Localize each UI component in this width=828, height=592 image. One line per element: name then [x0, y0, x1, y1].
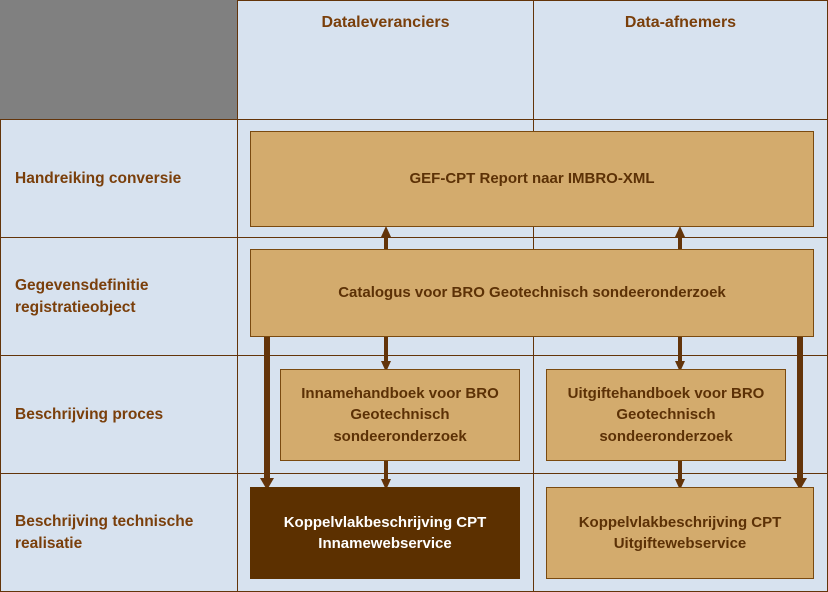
node-gef-cpt-report[interactable]: GEF-CPT Report naar IMBRO-XML: [250, 131, 814, 227]
connector-catalogus-to-koppelvlak-inname-bypass: [260, 336, 274, 490]
connector-catalogus-to-gef-right: [675, 226, 685, 258]
node-label: Uitgiftehandboek voor BRO Geotechnisch s…: [567, 385, 765, 445]
row-label-text: Gegevensdefinitie registratieobject: [15, 277, 149, 316]
node-label: Catalogus voor BRO Geotechnisch sondeero…: [338, 284, 726, 302]
column-header-data-afnemers: Data-afnemers: [533, 0, 828, 120]
row-label-text: Beschrijving proces: [15, 405, 164, 423]
grid-corner-cell: [0, 0, 238, 120]
column-header-dataleveranciers: Dataleveranciers: [237, 0, 534, 120]
node-label: GEF-CPT Report naar IMBRO-XML: [409, 170, 655, 188]
row-label-beschrijving-technische-realisatie: Beschrijving technische realisatie: [0, 473, 238, 592]
row-label-beschrijving-proces: Beschrijving proces: [0, 355, 238, 474]
connector-catalogus-to-gef-left: [381, 226, 391, 258]
node-catalogus-bro[interactable]: Catalogus voor BRO Geotechnisch sondeero…: [250, 249, 814, 337]
node-label: Innamehandboek voor BRO Geotechnisch son…: [301, 385, 499, 445]
connector-catalogus-to-innamehandboek: [381, 336, 391, 372]
node-uitgiftehandboek[interactable]: Uitgiftehandboek voor BRO Geotechnisch s…: [546, 369, 786, 461]
connector-innamehandboek-to-koppelvlak-inname: [381, 454, 391, 490]
node-koppelvlak-inname[interactable]: Koppelvlakbeschrijving CPT Innamewebserv…: [250, 487, 520, 579]
column-header-label: Data-afnemers: [624, 14, 737, 31]
connector-catalogus-to-koppelvlak-uitgifte-bypass: [793, 336, 807, 490]
row-label-text: Beschrijving technische realisatie: [15, 513, 194, 552]
column-header-label: Dataleveranciers: [321, 14, 450, 31]
connector-uitgiftehandboek-to-koppelvlak-uitgifte: [675, 454, 685, 490]
node-label: Koppelvlakbeschrijving CPT Uitgiftewebse…: [578, 513, 782, 552]
node-label: Koppelvlakbeschrijving CPT Innamewebserv…: [283, 513, 487, 552]
connector-catalogus-to-uitgiftehandboek: [675, 336, 685, 372]
row-label-handreiking-conversie: Handreiking conversie: [0, 119, 238, 238]
node-innamehandboek[interactable]: Innamehandboek voor BRO Geotechnisch son…: [280, 369, 520, 461]
row-label-text: Handreiking conversie: [15, 169, 182, 187]
node-koppelvlak-uitgifte[interactable]: Koppelvlakbeschrijving CPT Uitgiftewebse…: [546, 487, 814, 579]
row-label-gegevensdefinitie-registratieobject: Gegevensdefinitie registratieobject: [0, 237, 238, 356]
